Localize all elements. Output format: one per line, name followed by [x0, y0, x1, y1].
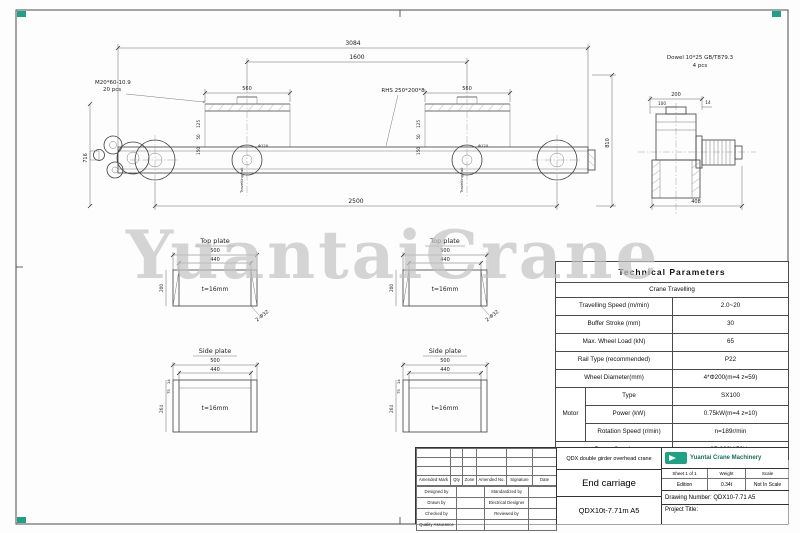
dim-200: 200 — [671, 92, 681, 98]
bolt-callout: M20*60-10.9 — [95, 80, 131, 86]
rev-header: Date — [532, 475, 557, 486]
revision-signature-grid: Amended Mark Qty Zone Amended No. Signat… — [416, 448, 557, 531]
dowel-callout: Dowel 10*25 GB/T879.3 — [667, 55, 734, 61]
scale-label: Scale — [761, 471, 774, 476]
rev-header: Qty — [450, 475, 463, 486]
dim-100: 100 — [658, 101, 666, 106]
dowel-qty: 4 pcs — [693, 63, 708, 69]
product-name: QDX double girder overhead crane — [557, 448, 661, 470]
revision-table: Amended Mark Qty Zone Amended No. Signat… — [416, 448, 557, 486]
dim-inner: 1600 — [349, 54, 364, 61]
bogie-section-left — [195, 85, 293, 197]
rev-header: Signature — [506, 475, 533, 486]
param-label: Max. Wheel Load (kN) — [555, 333, 673, 352]
technical-parameters-table: Technical Parameters Crane Travelling Tr… — [554, 261, 790, 460]
side-plate-detail-2 — [388, 346, 490, 433]
dim-overall: 3084 — [345, 40, 360, 47]
main-callouts: M20*60-10.9 20 pcs RHS 250*200*8 — [95, 80, 425, 147]
top-plate-detail-1 — [158, 236, 271, 324]
role-label: Drawn by — [416, 497, 457, 509]
param-label: Wheel Diameter(mm) — [555, 369, 673, 388]
param-label: Travelling Speed (m/min) — [555, 297, 673, 316]
param-label: Buffer Stroke (mm) — [555, 315, 673, 334]
part-code: QDX10t-7.71m A5 — [578, 506, 640, 515]
role-label: Reviewed by — [484, 508, 529, 520]
rhs-callout: RHS 250*200*8 — [381, 88, 425, 94]
param-value: n=189r/min — [671, 423, 790, 442]
dim-right-height: 810 — [605, 138, 611, 148]
role-label: Electrical Designer — [484, 497, 529, 509]
dim-14: 14 — [705, 100, 711, 105]
bolt-qty: 20 pcs — [103, 87, 121, 93]
corner-mark-top-right — [772, 11, 781, 17]
param-label: Rail Type (recommended) — [555, 351, 673, 370]
edition-label: Edition — [662, 479, 708, 490]
company-name: Yuantai Crane Machinery — [690, 455, 762, 461]
wheel-right — [532, 135, 582, 185]
motor-group-label: Motor — [555, 387, 586, 442]
weight-label: Weight — [708, 469, 746, 478]
sheet-label: Sheet 1 of 1 — [662, 469, 708, 478]
param-value: 0.75kW(m=4 z=10) — [671, 405, 790, 424]
role-label: Designed by — [416, 486, 457, 498]
param-value: 65 — [671, 333, 790, 352]
corner-mark-bottom-left — [17, 517, 26, 523]
dim-wheelbase: 2500 — [348, 198, 363, 205]
tech-table-title: Technical Parameters — [554, 261, 790, 283]
dim-408: 408 — [691, 199, 701, 205]
travel-motor — [695, 135, 743, 169]
param-value: 4*Φ200(m=4 z=59) — [671, 369, 790, 388]
roles-table: Designed by Standardized by Drawn by Ele… — [416, 486, 557, 531]
param-value: 30 — [671, 315, 790, 334]
param-value: P22 — [671, 351, 790, 370]
param-label: Rotation Speed (r/min) — [585, 423, 673, 442]
wheel-left — [130, 135, 180, 185]
param-label: Power (kW) — [585, 405, 673, 424]
drive-unit — [89, 135, 150, 179]
param-label: Type — [585, 387, 673, 406]
weight-value: 0.34t — [708, 479, 746, 490]
title-block-right: Yuantai Crane Machinery Sheet 1 of 1 Wei… — [661, 448, 789, 524]
part-name: End carriage — [557, 470, 661, 497]
top-plate-detail-2 — [388, 236, 501, 324]
rev-header: Amended Mark — [416, 475, 451, 486]
title-block: Amended Mark Qty Zone Amended No. Signat… — [415, 447, 789, 531]
tech-table-section: Crane Travelling — [554, 282, 790, 298]
param-value: SX100 — [671, 387, 790, 406]
main-elevation-view: 3084 1600 2500 716 810 M — [83, 40, 616, 210]
end-view: Dowel 10*25 GB/T879.3 4 pcs 200 100 14 — [638, 55, 756, 214]
drawing-number: Drawing Number: QDX10-7.71 A5 — [662, 491, 789, 505]
role-label: Checked by — [416, 508, 457, 520]
main-dimensions: 3084 1600 2500 716 810 — [83, 40, 616, 210]
title-block-middle: QDX double girder overhead crane End car… — [556, 448, 661, 524]
scale-value: Not In Scale — [753, 481, 782, 488]
rev-header: Zone — [462, 475, 477, 486]
rev-header: Amended No. — [476, 475, 507, 486]
project-title-label: Project Title: — [665, 507, 699, 513]
role-label — [484, 519, 529, 531]
dim-left-height: 716 — [83, 153, 89, 163]
yuantai-logo-icon — [665, 452, 687, 464]
role-label: Quality Assurance — [416, 519, 457, 531]
bogie-section-right — [415, 85, 513, 197]
side-plate-detail-1 — [158, 346, 260, 433]
corner-mark-top-left — [17, 11, 26, 17]
param-value: 2.0~20 — [671, 297, 790, 316]
role-label: Standardized by — [484, 486, 529, 498]
